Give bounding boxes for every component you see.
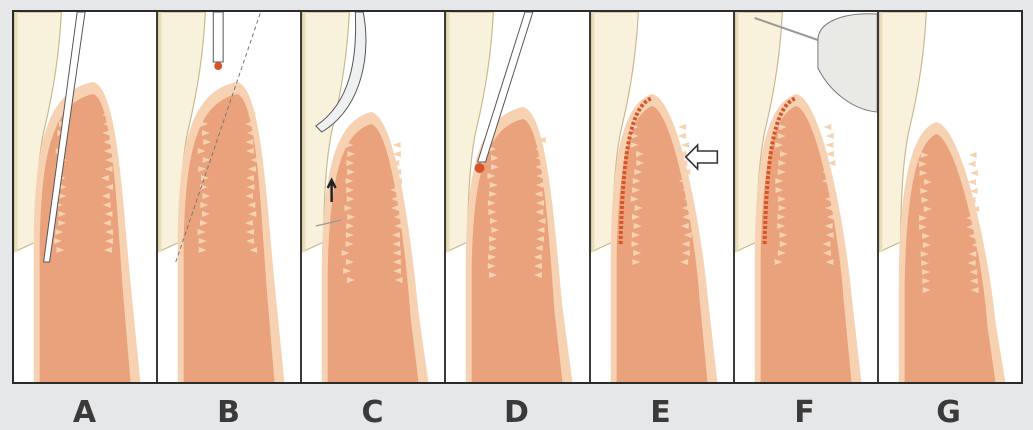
panel-b-drawing xyxy=(158,12,300,382)
panel-label-f: F xyxy=(775,398,835,428)
panel-g-drawing xyxy=(879,12,1021,382)
panel-label-d: D xyxy=(487,398,547,428)
gingiva-layer xyxy=(610,94,717,382)
gingiva-layer xyxy=(322,112,429,382)
panel-c-drawing xyxy=(302,12,444,382)
panel-e xyxy=(591,12,735,382)
panel-label-g: G xyxy=(919,398,979,428)
panel-a xyxy=(14,12,158,382)
panel-label-e: E xyxy=(631,398,691,428)
panel-label-c: C xyxy=(343,398,403,428)
panel-label-a: A xyxy=(55,398,115,428)
panel-c xyxy=(302,12,446,382)
panel-a-drawing xyxy=(14,12,156,382)
panel-d-drawing xyxy=(446,12,588,382)
pressure-arrow-icon xyxy=(685,145,717,169)
gingiva-layer xyxy=(178,82,285,382)
panel-g xyxy=(879,12,1021,382)
panel-f xyxy=(735,12,879,382)
panel-e-drawing xyxy=(591,12,733,382)
panel-f-drawing xyxy=(735,12,877,382)
gingiva-layer xyxy=(754,94,861,382)
panel-b xyxy=(158,12,302,382)
gingiva-layer xyxy=(899,122,1006,382)
panel-d xyxy=(446,12,590,382)
figure-frame xyxy=(12,10,1023,384)
panel-label-b: B xyxy=(199,398,259,428)
